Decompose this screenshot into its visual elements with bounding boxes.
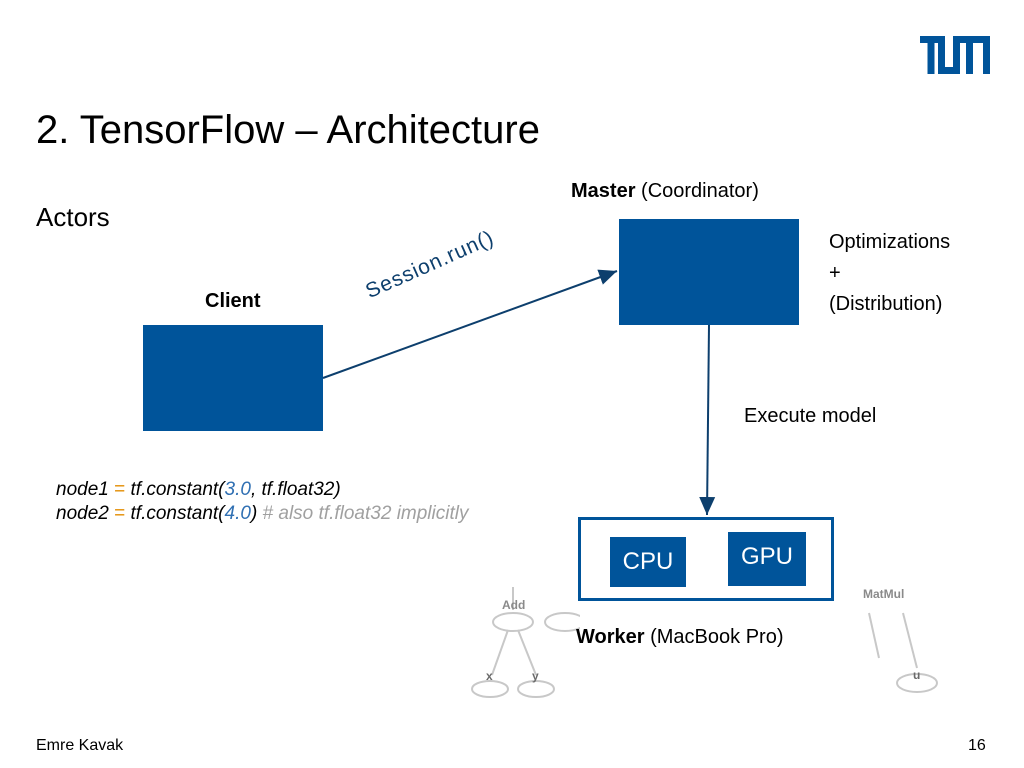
master-box bbox=[619, 219, 799, 325]
code-line-1: node1 = tf.constant(3.0, tf.float32) bbox=[56, 478, 468, 502]
code-token: tf.constant( bbox=[125, 503, 225, 524]
graph-add-in2: y bbox=[532, 669, 539, 683]
optimizations-note: Optimizations + (Distribution) bbox=[829, 227, 950, 320]
code-token: node2 bbox=[56, 503, 115, 524]
graph-matmul-in: u bbox=[913, 668, 920, 682]
tum-logo bbox=[920, 36, 990, 74]
footer-author: Emre Kavak bbox=[36, 737, 124, 754]
graph-add-op: Add bbox=[502, 598, 525, 612]
distribution-line: (Distribution) bbox=[829, 293, 943, 315]
client-label: Client bbox=[205, 290, 261, 312]
code-token: , tf.float32) bbox=[250, 479, 341, 500]
execute-model-label: Execute model bbox=[744, 405, 877, 427]
graph-add-in1: x bbox=[486, 669, 493, 683]
code-snippet: node1 = tf.constant(3.0, tf.float32) nod… bbox=[56, 478, 468, 526]
session-run-label: Session.run() bbox=[362, 225, 498, 304]
client-box bbox=[143, 325, 323, 431]
execute-arrow bbox=[699, 324, 716, 516]
graph-matmul-thumbnail: MatMul u bbox=[863, 587, 938, 693]
worker-label: Worker (MacBook Pro) bbox=[576, 626, 783, 649]
cpu-chip: CPU bbox=[610, 537, 686, 587]
code-token: 3.0 bbox=[224, 479, 251, 500]
master-label-rest: (Coordinator) bbox=[635, 180, 759, 202]
graph-add-thumbnail: Add x y bbox=[471, 587, 580, 698]
code-token: 4.0 bbox=[224, 503, 251, 524]
graph-matmul-op: MatMul bbox=[863, 587, 904, 601]
worker-box: CPU GPU bbox=[578, 517, 834, 601]
page-number: 16 bbox=[968, 737, 986, 754]
page-title: 2. TensorFlow – Architecture bbox=[36, 108, 540, 152]
plus-line: + bbox=[829, 262, 841, 284]
master-label-bold: Master bbox=[571, 180, 636, 202]
gpu-chip: GPU bbox=[728, 532, 806, 586]
worker-label-rest: (MacBook Pro) bbox=[644, 626, 784, 648]
code-token: ) bbox=[250, 503, 263, 524]
code-comment: # also tf.float32 implicitly bbox=[262, 503, 469, 524]
optimizations-line: Optimizations bbox=[829, 231, 951, 253]
section-subtitle: Actors bbox=[36, 202, 110, 232]
master-label: Master (Coordinator) bbox=[571, 180, 759, 203]
code-token: node1 bbox=[56, 479, 115, 500]
code-token: = bbox=[114, 503, 126, 524]
code-token: = bbox=[114, 479, 126, 500]
worker-label-bold: Worker bbox=[576, 626, 645, 648]
code-line-2: node2 = tf.constant(4.0) # also tf.float… bbox=[56, 502, 468, 526]
code-token: tf.constant( bbox=[125, 479, 225, 500]
